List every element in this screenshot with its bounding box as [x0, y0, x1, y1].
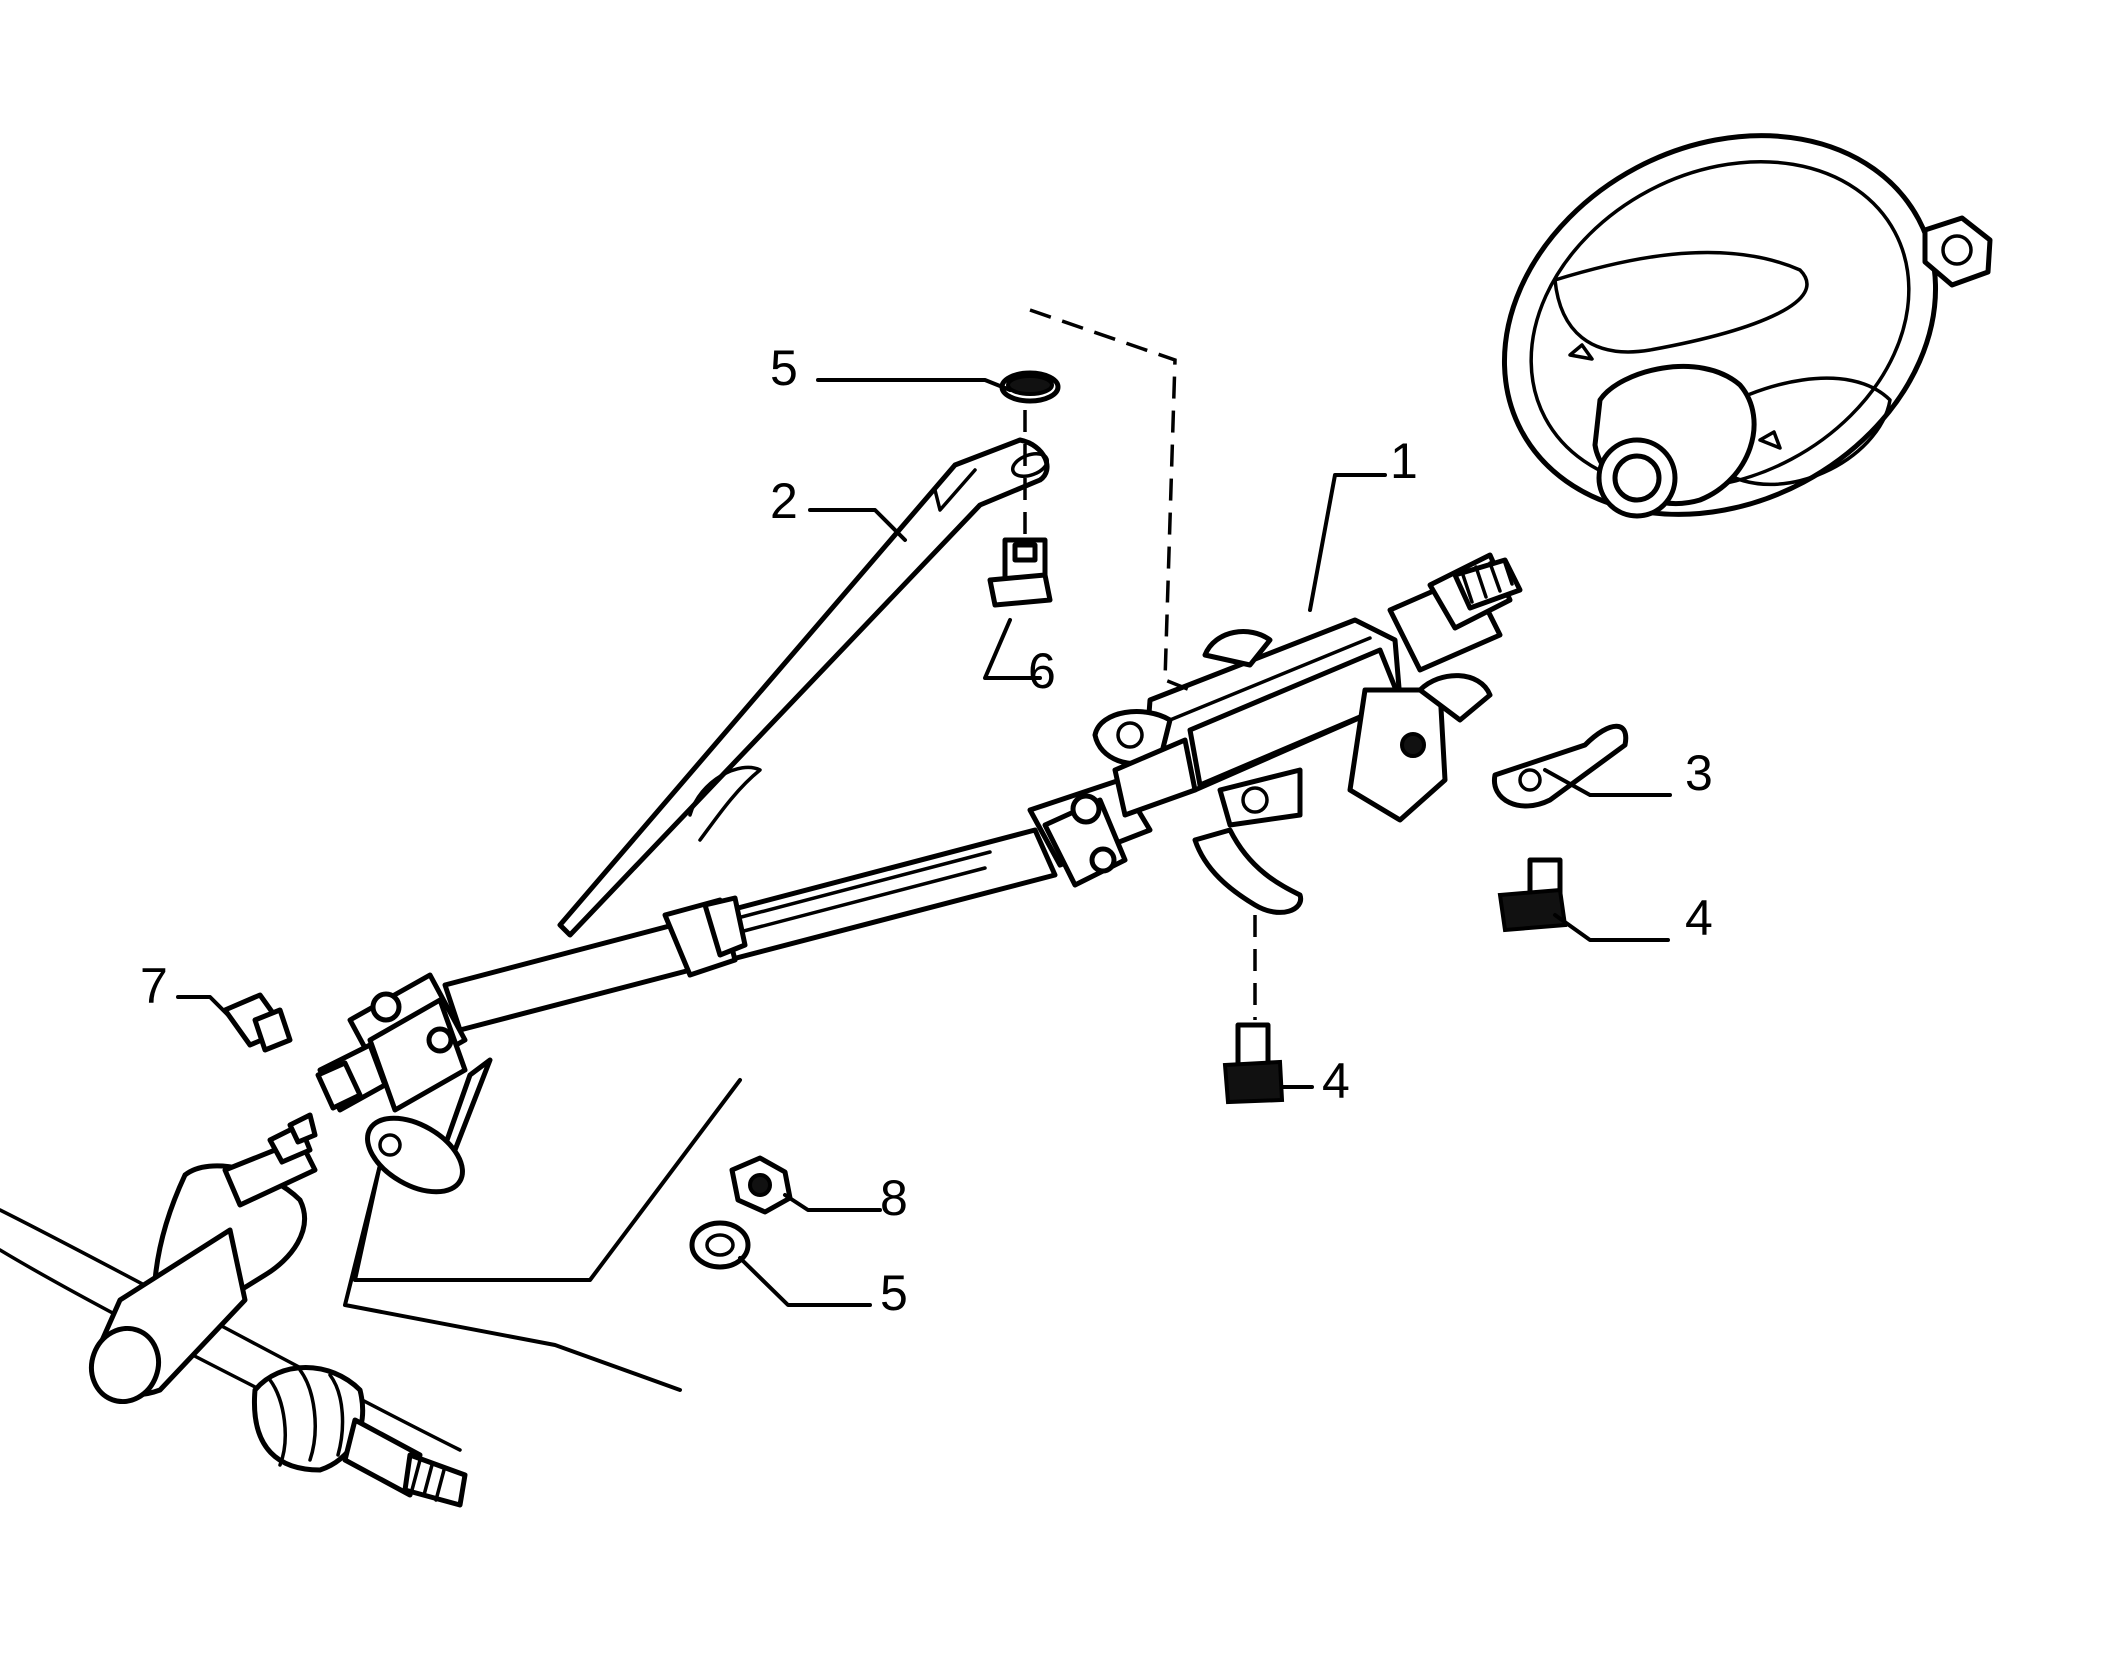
callout-4-right: 4: [1685, 890, 1713, 946]
steering-rack: [0, 1112, 468, 1508]
washer-upper: [999, 370, 1061, 404]
assembly-lines: [1023, 308, 1257, 1020]
bolt-upper: [987, 537, 1053, 608]
callout-2: 2: [770, 473, 798, 529]
steering-wheel: [1501, 133, 1939, 519]
bolt-right: [1497, 857, 1568, 933]
steering-wheel-nut: [1922, 215, 1993, 288]
nut-8: [729, 1155, 793, 1215]
callout-1: 1: [1390, 433, 1418, 489]
bracket-3: [1492, 723, 1629, 809]
washer-lower: [689, 1220, 751, 1270]
callout-7: 7: [140, 958, 168, 1014]
upper-universal-joint: [1027, 737, 1198, 888]
callout-labels: 1 2 3 4 4 5 5 6 7 8: [140, 340, 1713, 1321]
bolt-7: [222, 992, 293, 1053]
lower-universal-joint: [315, 972, 468, 1113]
bolt-center: [1222, 1022, 1285, 1105]
callout-3: 3: [1685, 745, 1713, 801]
leader-lines: [176, 378, 1672, 1392]
callout-5-upper: 5: [770, 340, 798, 396]
callout-5-lower: 5: [880, 1265, 908, 1321]
support-brace: [365, 437, 1050, 1195]
callout-6: 6: [1028, 643, 1056, 699]
callout-8: 8: [880, 1170, 908, 1226]
intermediate-shaft: [442, 827, 1058, 1033]
upper-column-shaft: [1387, 552, 1523, 673]
callout-4-center: 4: [1322, 1053, 1350, 1109]
